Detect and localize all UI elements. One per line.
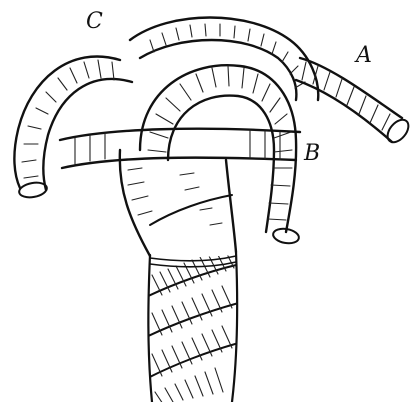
rope-body [140, 228, 250, 402]
strand-left-end [14, 56, 132, 199]
strand-c [130, 18, 318, 101]
strand-center-descent [120, 150, 236, 256]
strand-crossing-band [60, 129, 300, 168]
label-b: B [303, 141, 320, 166]
label-c: C [86, 9, 103, 34]
label-a: A [354, 43, 372, 68]
